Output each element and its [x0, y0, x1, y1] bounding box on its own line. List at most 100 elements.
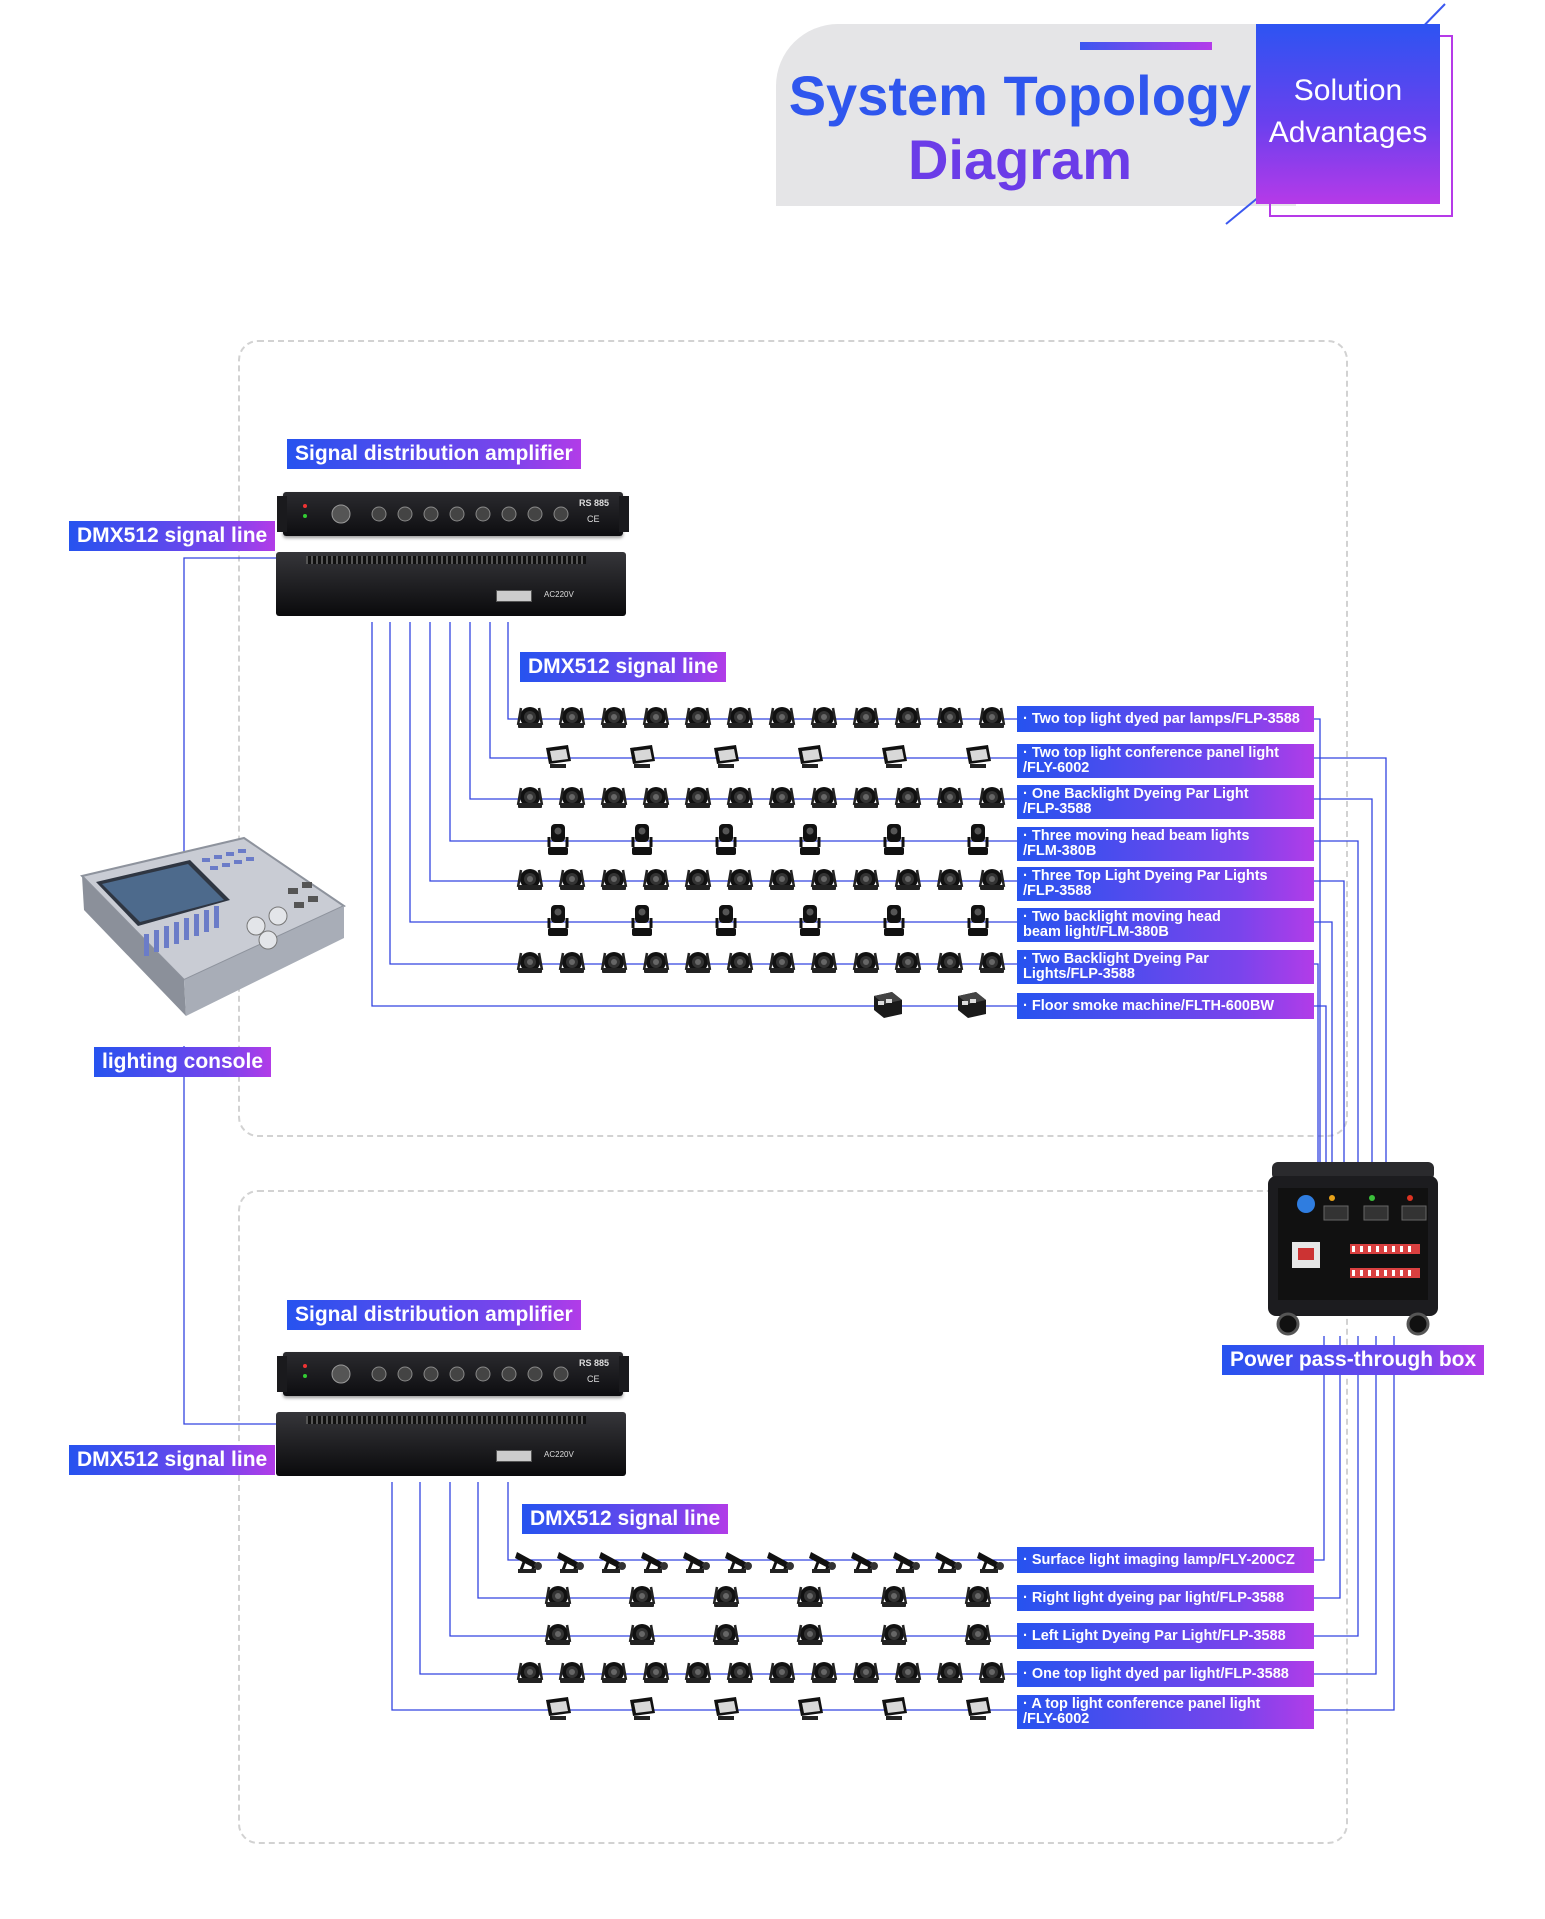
- fixture-lower-0-10: [933, 1550, 964, 1575]
- fixture-lower-0-1: [555, 1550, 586, 1575]
- fixture-upper-0-6: [768, 705, 796, 730]
- amp2-label: Signal distribution amplifier: [287, 1300, 581, 1330]
- power-box-label: Power pass-through box: [1222, 1345, 1485, 1375]
- signal-amplifier-2-front: RS 885 CE: [277, 1352, 629, 1396]
- fixture-upper-6-8: [852, 950, 880, 975]
- fixture-upper-1-3: [798, 745, 823, 768]
- amp2-voltage: AC220V: [544, 1450, 574, 1459]
- fixture-lower-1-2: [712, 1584, 740, 1609]
- fixture-lower-0-2: [597, 1550, 628, 1575]
- fixture-lower-1-5: [964, 1584, 992, 1609]
- card-line1: Solution: [1293, 74, 1403, 107]
- fixture-upper-6-7: [810, 950, 838, 975]
- header-background: [776, 24, 1296, 206]
- power-wire-lower-2: [1314, 1336, 1359, 1637]
- signal-amplifier-1-front: RS 885 CE: [277, 492, 629, 536]
- fixture-upper-5-1: [630, 903, 654, 938]
- fixture-upper-4-5: [726, 867, 754, 892]
- fixture-upper-7-1: [958, 992, 986, 1018]
- fixture-upper-6-11: [978, 950, 1006, 975]
- fixture-lower-3-11: [978, 1660, 1006, 1685]
- solution-advantages-card[interactable]: [1256, 24, 1440, 204]
- fixture-lower-3-2: [600, 1660, 628, 1685]
- fixture-lower-1-3: [796, 1584, 824, 1609]
- fixture-upper-6-4: [684, 950, 712, 975]
- fixture-upper-4-3: [642, 867, 670, 892]
- power-box-device: [1264, 1158, 1442, 1336]
- lighting-console-device: [78, 830, 346, 1018]
- fixture-label-upper-7: · Floor smoke machine/FLTH-600BW: [1017, 993, 1314, 1019]
- fixture-upper-0-11: [978, 705, 1006, 730]
- amp1-voltage: AC220V: [544, 590, 574, 599]
- fixture-label-upper-3: · Three moving head beam lights/FLM-380B: [1017, 827, 1314, 861]
- fixture-label-lower-1: · Right light dyeing par light/FLP-3588: [1017, 1585, 1314, 1611]
- fixture-lower-0-8: [849, 1550, 880, 1575]
- fixture-lower-4-4: [882, 1697, 907, 1720]
- fixture-upper-4-2: [600, 867, 628, 892]
- fixture-lower-0-5: [723, 1550, 754, 1575]
- fixture-lower-4-0: [546, 1697, 571, 1720]
- fixture-upper-2-2: [600, 785, 628, 810]
- fixture-lower-0-6: [765, 1550, 796, 1575]
- dmx-console-to-amp1: [183, 557, 282, 860]
- signal-wire-upper-7: [371, 622, 1017, 1007]
- fixture-upper-0-8: [852, 705, 880, 730]
- fixture-upper-2-3: [642, 785, 670, 810]
- fixture-lower-4-1: [630, 1697, 655, 1720]
- fixture-upper-2-4: [684, 785, 712, 810]
- fixture-upper-3-3: [798, 822, 822, 857]
- fixture-upper-4-7: [810, 867, 838, 892]
- fixture-upper-2-0: [516, 785, 544, 810]
- fixture-lower-3-10: [936, 1660, 964, 1685]
- fixture-lower-2-0: [544, 1622, 572, 1647]
- power-wire-lower-0: [1314, 1336, 1325, 1561]
- amp1-label: Signal distribution amplifier: [287, 439, 581, 469]
- upper-system-frame: [238, 340, 1348, 1137]
- dmx-console-to-amp2: [183, 1046, 300, 1425]
- fixture-lower-2-4: [880, 1622, 908, 1647]
- fixture-lower-2-3: [796, 1622, 824, 1647]
- page-title: System Topology Diagram: [780, 64, 1260, 192]
- fixture-upper-5-4: [882, 903, 906, 938]
- fixture-lower-3-6: [768, 1660, 796, 1685]
- card-line2: Advantages: [1268, 116, 1428, 149]
- power-wire-upper-7: [1314, 1005, 1327, 1164]
- signal-wire-lower-1: [477, 1482, 1017, 1599]
- fixture-upper-3-5: [966, 822, 990, 857]
- fixture-lower-3-4: [684, 1660, 712, 1685]
- signal-wire-lower-0: [507, 1482, 1017, 1561]
- fixture-lower-4-2: [714, 1697, 739, 1720]
- fixture-upper-0-1: [558, 705, 586, 730]
- fixture-upper-2-6: [768, 785, 796, 810]
- fixture-upper-2-9: [894, 785, 922, 810]
- fixture-upper-6-0: [516, 950, 544, 975]
- fixture-upper-4-1: [558, 867, 586, 892]
- fixture-upper-4-11: [978, 867, 1006, 892]
- power-wire-upper-6: [1314, 963, 1319, 1164]
- power-wire-lower-1: [1314, 1336, 1341, 1599]
- power-wire-lower-4: [1314, 1336, 1395, 1711]
- fixture-lower-3-7: [810, 1660, 838, 1685]
- fixture-upper-0-3: [642, 705, 670, 730]
- solution-advantages-text[interactable]: Solution Advantages: [1256, 70, 1440, 154]
- power-wire-lower-3: [1314, 1336, 1377, 1675]
- fixture-lower-3-3: [642, 1660, 670, 1685]
- fixture-upper-6-3: [642, 950, 670, 975]
- fixture-lower-0-3: [639, 1550, 670, 1575]
- lower-system-frame: [238, 1190, 1348, 1844]
- fixture-upper-6-5: [726, 950, 754, 975]
- fixture-upper-4-6: [768, 867, 796, 892]
- fixture-upper-1-0: [546, 745, 571, 768]
- fixture-upper-4-8: [852, 867, 880, 892]
- fixture-upper-1-4: [882, 745, 907, 768]
- dmx-label-mid-2: DMX512 signal line: [522, 1504, 729, 1534]
- fixture-upper-1-5: [966, 745, 991, 768]
- signal-wire-upper-0: [507, 622, 1017, 720]
- fixture-upper-0-4: [684, 705, 712, 730]
- dmx-label-mid-1: DMX512 signal line: [520, 652, 727, 682]
- amp1-model: RS 885: [579, 498, 610, 508]
- fixture-lower-2-5: [964, 1622, 992, 1647]
